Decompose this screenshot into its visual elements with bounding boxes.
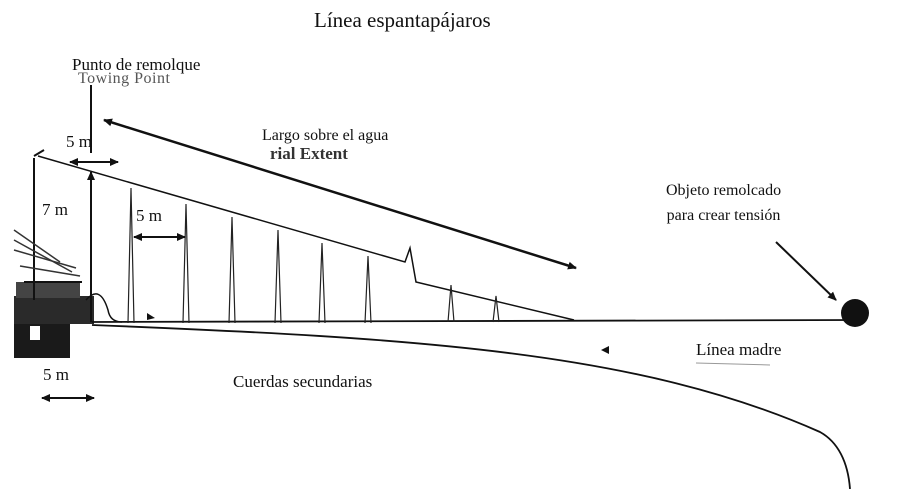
mainline-arrow-mark [601, 346, 609, 354]
small-arrow-mark [147, 313, 155, 320]
top-offset-label: 5 m [66, 132, 92, 151]
vessel-window [30, 326, 40, 340]
towing-point-label: Punto de remolque [72, 55, 201, 74]
branch-line [447, 284, 455, 323]
line-from-vessel [85, 293, 123, 323]
branch-line [127, 187, 135, 324]
branch-line [228, 216, 236, 324]
aerial-extent-arrow [103, 118, 577, 270]
branch-line [274, 229, 282, 324]
mainline-underline-ghost [695, 362, 771, 366]
vessel-hull [14, 296, 94, 324]
towed-object-line-2: para crear tensión [666, 207, 781, 224]
branch-lines [127, 187, 500, 324]
branch-line [364, 255, 372, 324]
towed-object-pointer [775, 241, 837, 301]
towed-object-line-1: Objeto remolcado [666, 182, 782, 199]
fishing-vessel [13, 158, 123, 358]
mainline-curve [91, 324, 851, 489]
rigging-line [19, 265, 81, 277]
towed-object [841, 299, 869, 327]
bottom-offset-label: 5 m [43, 365, 69, 384]
vessel-cabin [16, 282, 80, 298]
line-start-tick [33, 149, 45, 157]
vessel-stern [14, 322, 70, 358]
aerial-extent-ghost-label: rial Extent [270, 144, 348, 163]
branch-line [182, 203, 190, 324]
rigging-line [13, 239, 73, 273]
towing-point-ghost-label: Towing Point [78, 70, 171, 87]
sea-surface-line [91, 319, 863, 323]
aerial-extent-label: Largo sobre el agua [262, 127, 389, 144]
rigging-line [13, 229, 61, 263]
branch-lines-label: Cuerdas secundarias [233, 372, 373, 391]
streamer-line [37, 155, 575, 321]
height-label: 7 m [42, 200, 68, 219]
diagram-title: Línea espantapájaros [314, 8, 491, 32]
towed-object-label: Objeto remolcado para crear tensión [666, 178, 781, 228]
rigging-line [13, 249, 77, 269]
branch-line [492, 295, 500, 323]
branch-line [318, 242, 326, 324]
mainline-label: Línea madre [696, 340, 782, 359]
streamer-spacing-label: 5 m [136, 206, 162, 225]
